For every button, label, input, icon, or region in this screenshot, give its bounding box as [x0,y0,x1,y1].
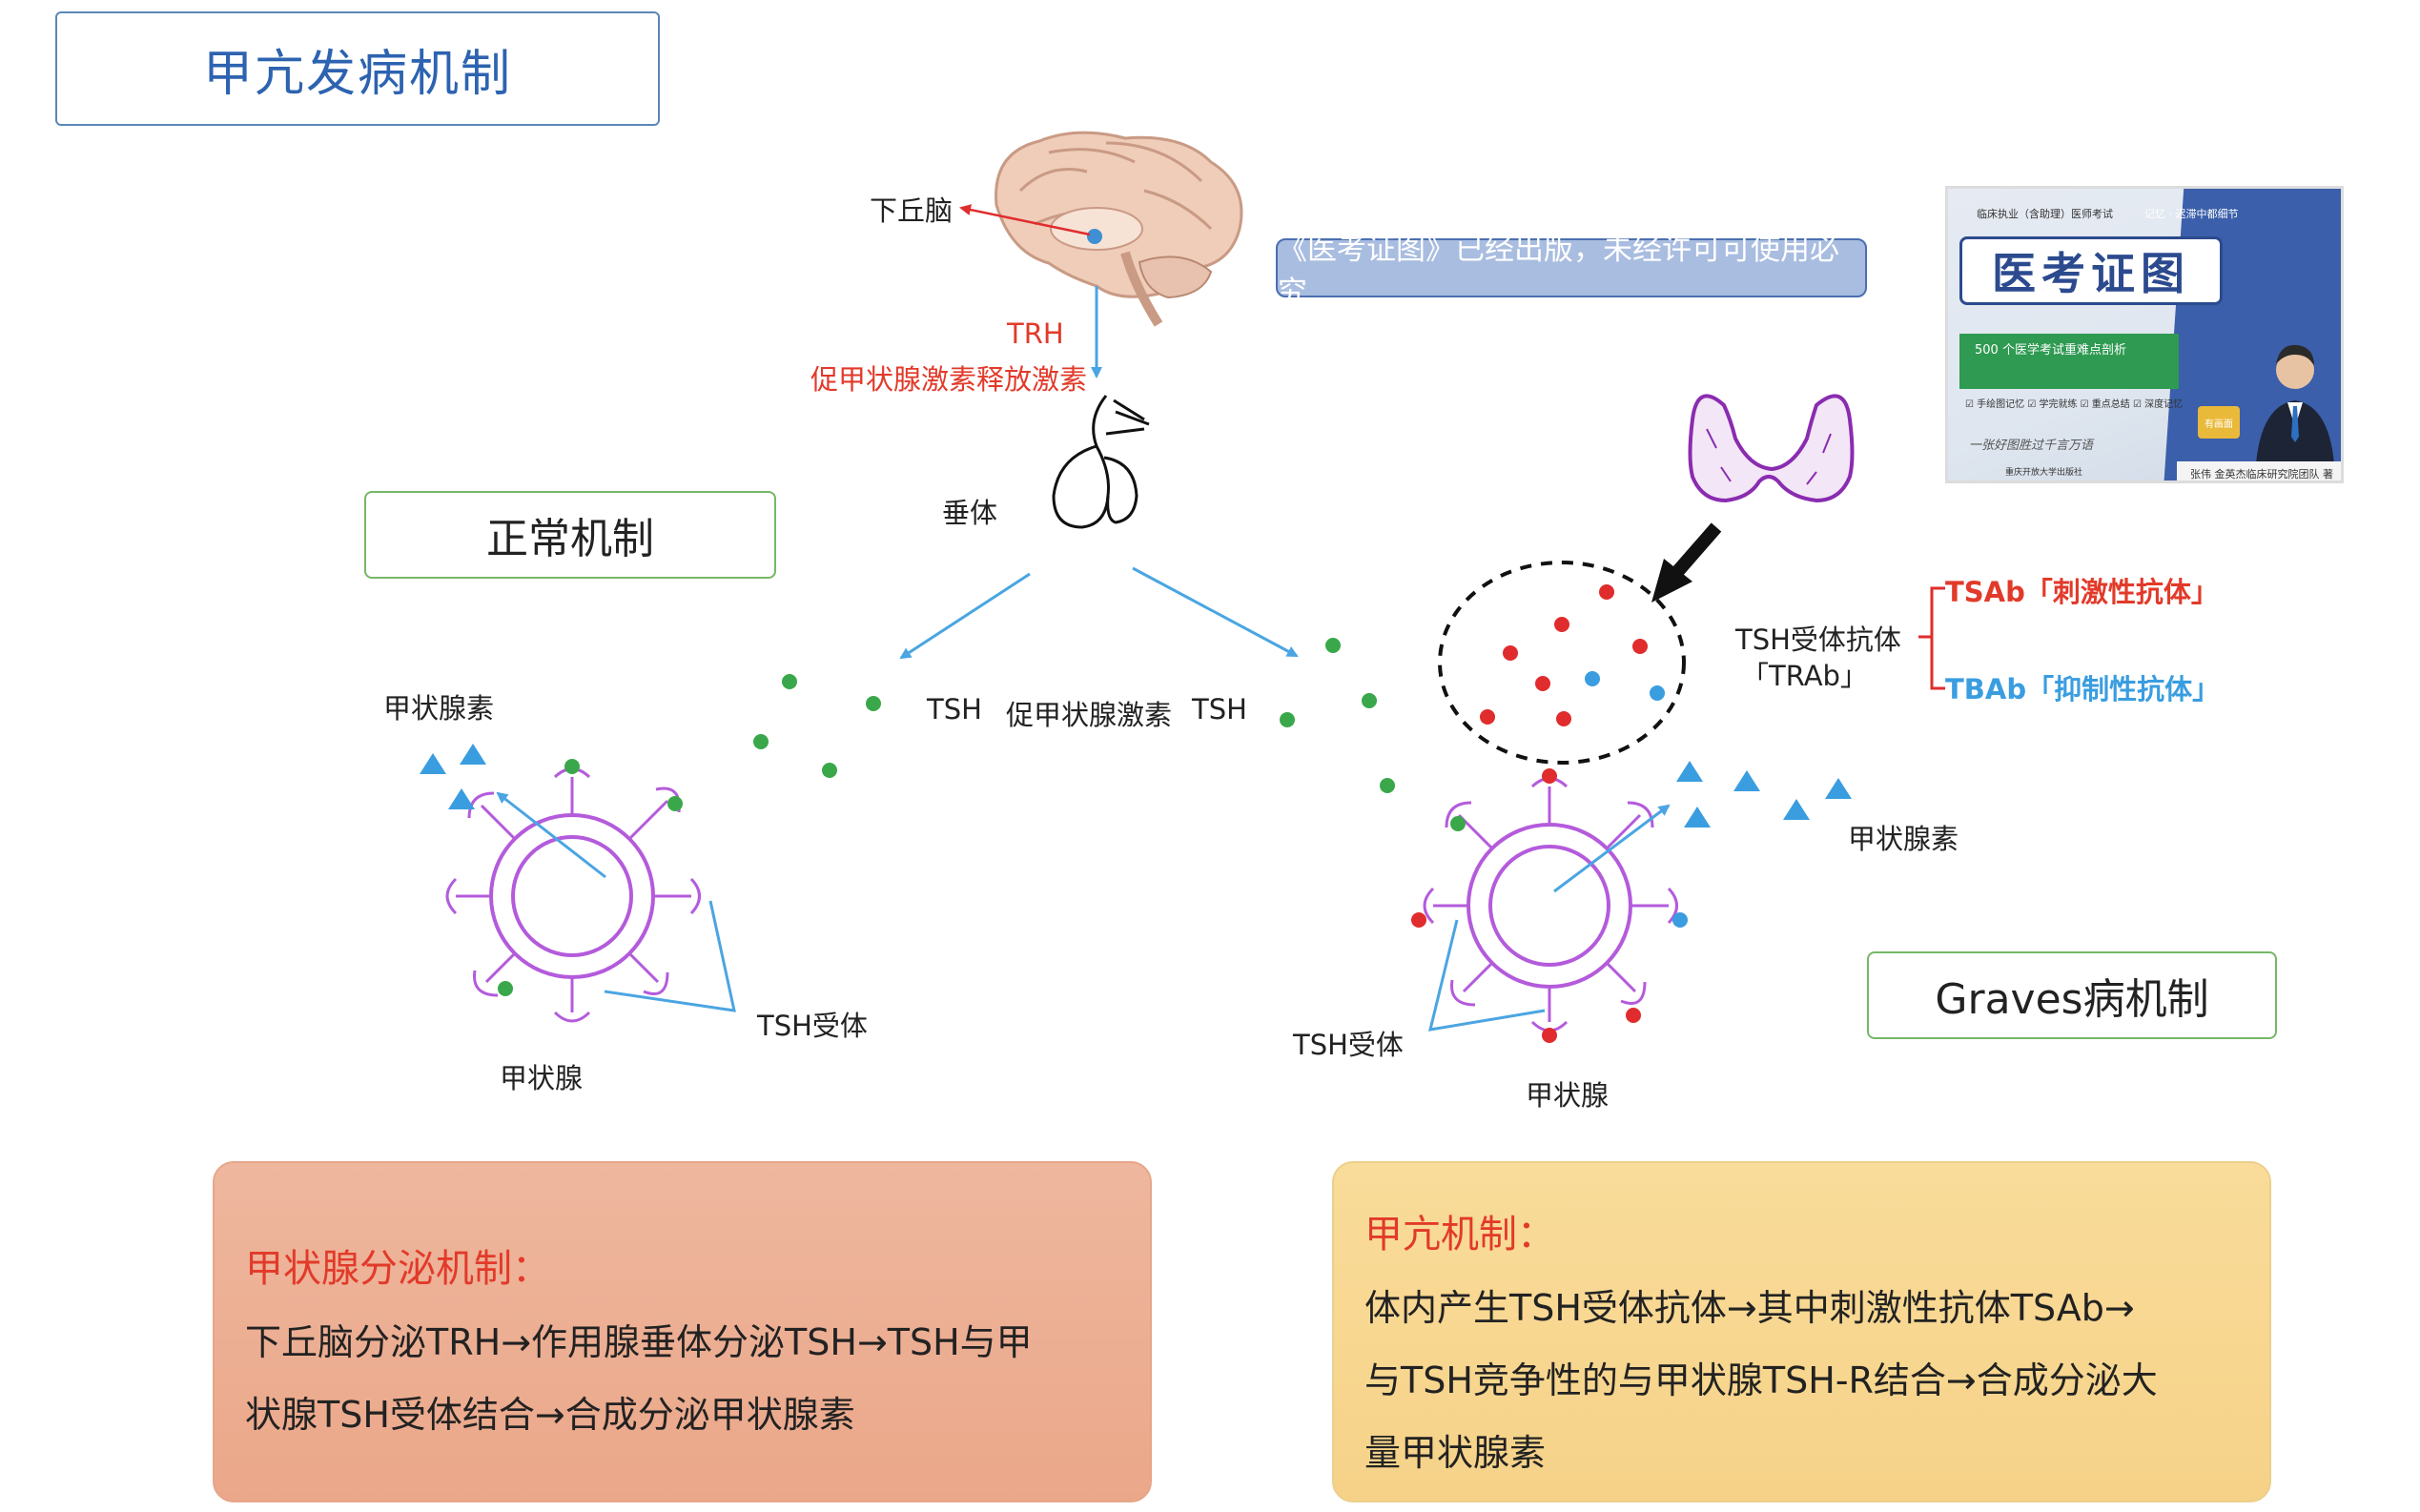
antibody-cluster [1438,561,1686,765]
tsh-receptor-label-right: TSH受体 [1293,1029,1404,1061]
hyperthyroid-panel-heading: 甲亢机制： [1364,1213,1555,1257]
pituitary-icon [1052,395,1150,529]
book-script: 一张好图胜过千言万语 [1969,439,2094,453]
normal-mechanism-panel: 甲状腺分泌机制： 下丘脑分泌TRH→作用腺垂体分泌TSH→TSH与甲 状腺TSH… [213,1161,1152,1502]
book-bullets: ☑ 手绘图记忆 ☑ 学完就练 ☑ 重点总结 ☑ 深度记忆 [1965,399,2184,410]
hormone-arrow-right [1553,804,1671,893]
book-green-band [1959,334,2179,389]
receptor-pointer-right [1428,919,1546,1032]
thyroid-cell-left [445,759,701,1023]
hyperthyroid-mechanism-panel: 甲亢机制： 体内产生TSH受体抗体→其中刺激性抗体TSAb→ 与TSH竞争性的与… [1332,1161,2271,1502]
thyroid-hormone-label-left: 甲状腺素 [383,692,495,725]
hypothalamus-label: 下丘脑 [870,194,954,227]
hyperthyroid-panel-line-1: 体内产生TSH受体抗体→其中刺激性抗体TSAb→ [1364,1287,2135,1329]
antibody-particles [1480,584,1665,726]
normal-panel-line-1: 下丘脑分泌TRH→作用腺垂体分泌TSH→TSH与甲 [245,1321,1033,1363]
hyperthyroid-panel-line-2: 与TSH竞争性的与甲状腺TSH-R结合→合成分泌大 [1364,1359,2158,1401]
tsh-arrow-right [1132,566,1299,658]
antibody-label: TSH受体抗体 [1735,623,1901,656]
thyroid-gland-icon [1688,394,1855,503]
tsh-label-right: TSH [1192,693,1247,725]
author-photo [2255,344,2335,480]
tsh-arrow-left [899,572,1031,660]
tsh-particles-right [1280,638,1395,793]
title-box: 甲亢发病机制 [55,11,660,126]
receptor-pointer-left [604,900,736,1012]
hyperthyroid-panel-line-3: 量甲状腺素 [1364,1432,1547,1474]
trh-full-label: 促甲状腺激素释放激素 [810,363,1088,396]
pointer-arrow-head [1651,559,1692,603]
book-green-text: 500 个医学考试重难点剖析 [1975,343,2126,358]
thyroid-hormone-label-right: 甲状腺素 [1848,823,1959,855]
tsh-receptor-label-left: TSH受体 [757,1010,868,1042]
book-author: 张伟 金英杰临床研究院团队 著 [2177,461,2341,480]
hormone-triangles-left [420,744,486,809]
book-top-left: 临床执业（含助理）医师考试 [1977,208,2113,220]
tsh-particles-left [753,674,881,778]
book-top-right: 记忆 · 迟滞中都细节 [2144,208,2239,220]
trab-label: 「TRAb」 [1741,660,1868,692]
normal-panel-heading: 甲状腺分泌机制： [245,1247,550,1291]
page-title: 甲亢发病机制 [202,45,512,103]
tsab-label: TSAb「刺激性抗体」 [1945,576,2219,608]
tbab-label: TBAb「抑制性抗体」 [1945,673,2221,705]
brain-icon [995,131,1243,327]
thyroid-label-left: 甲状腺 [500,1062,584,1094]
hormone-arrow-left [496,791,606,879]
book-tag: 有画面 [2198,406,2240,439]
graves-mechanism-label: Graves病机制 [1867,951,2277,1039]
book-logo: 医考证图 [1959,236,2223,305]
book-publisher: 重庆开放大学出版社 [2005,468,2083,478]
normal-panel-line-2: 状腺TSH受体结合→合成分泌甲状腺素 [245,1394,855,1436]
trh-label: TRH [1007,317,1064,350]
book-cover: 临床执业（含助理）医师考试 记忆 · 迟滞中都细节 医考证图 500 个医学考试… [1945,186,2344,483]
thyroid-label-right: 甲状腺 [1526,1079,1610,1112]
hypothalamus-pointer [959,204,1091,236]
tsh-full-label: 促甲状腺激素 [1006,699,1173,731]
tsh-label-left: TSH [927,693,982,725]
antibody-bracket [1918,586,1945,690]
pituitary-label: 垂体 [942,497,998,529]
hormone-triangles-right [1676,761,1852,828]
thyroid-cell-right [1411,768,1688,1043]
normal-mechanism-label: 正常机制 [364,491,776,579]
